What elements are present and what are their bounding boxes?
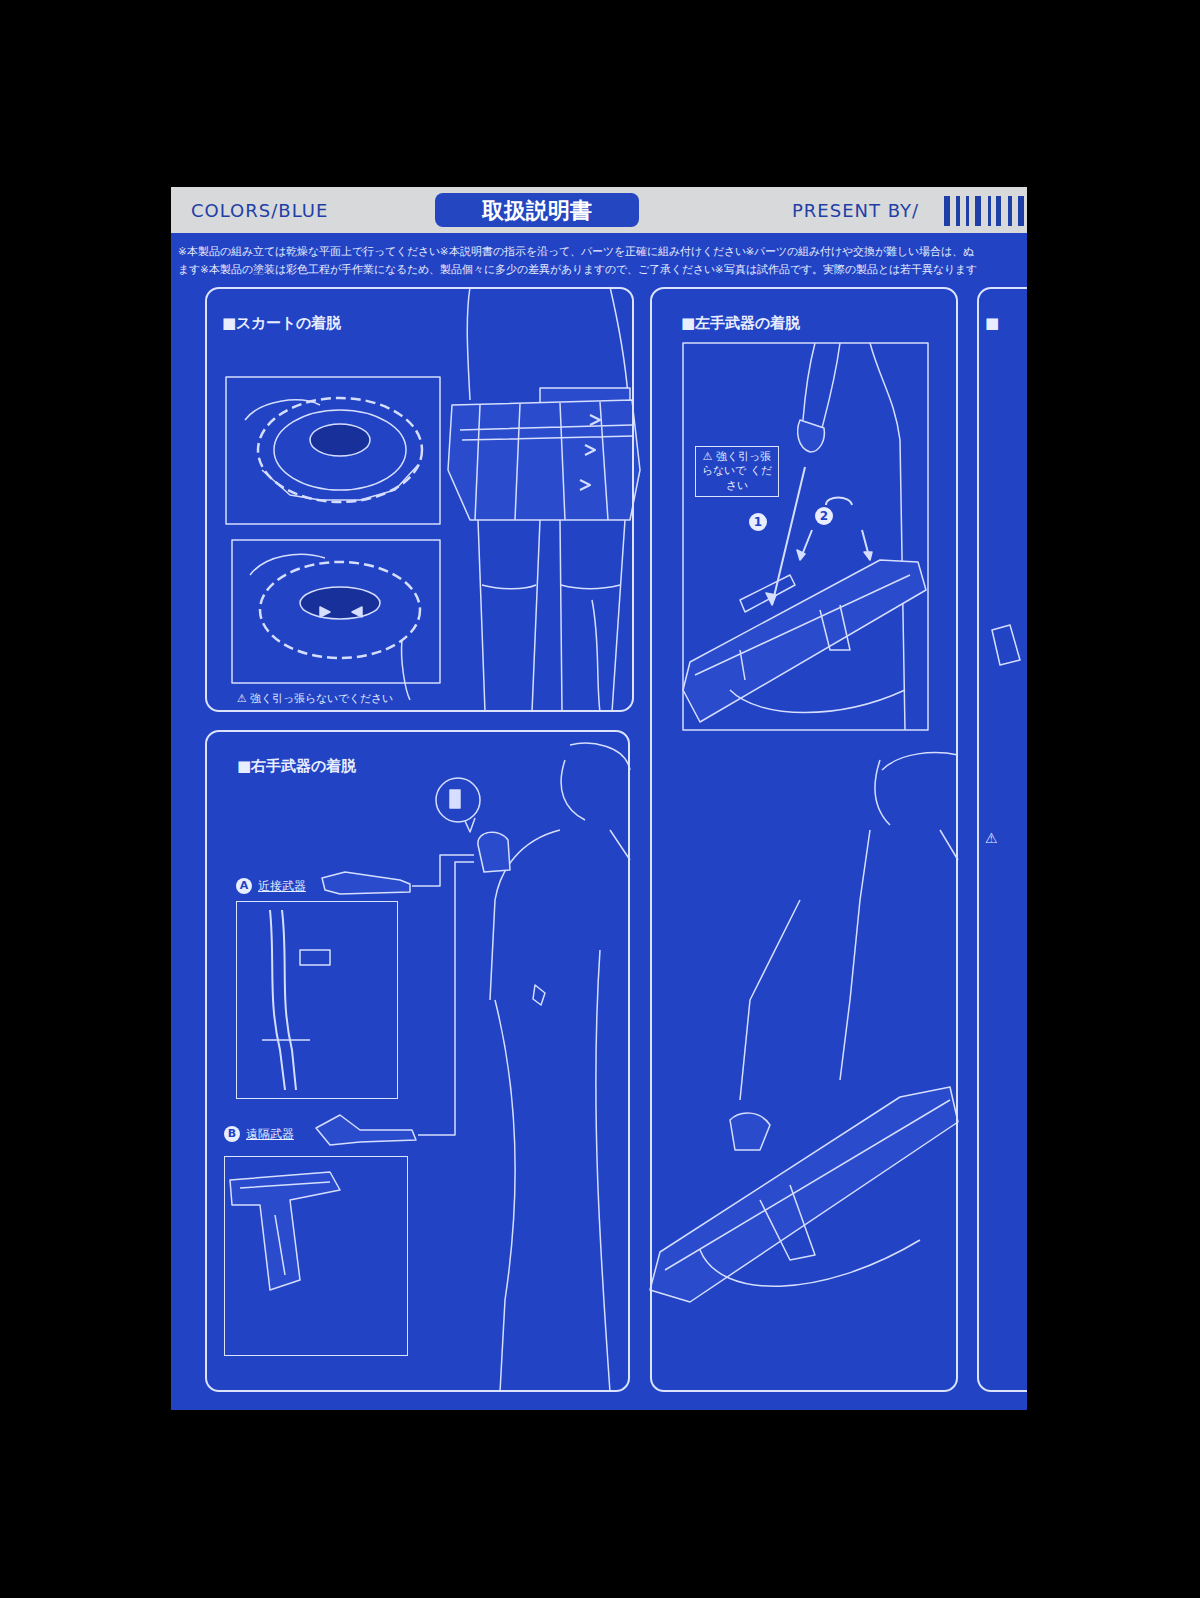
inset-box: B 遠隔武器: [224, 1126, 408, 1356]
instruction-panel: ■左手武器の着脱 ⚠ 強く引っ張 らないで ください: [650, 287, 958, 1392]
inset-box: A 近接武器: [236, 878, 398, 1099]
inset-frame: [224, 1156, 408, 1356]
node-text: ⚠ 強く引っ張らないでください: [237, 691, 393, 706]
paper-sheet: COLORS/BLUE PRESENT BY/取扱説明書 ■スカートの着脱 ⚠ 強く引…: [171, 187, 1027, 1410]
title-text: 取扱説明書: [435, 196, 639, 226]
node-text: B: [224, 1126, 240, 1142]
node-text: PRESENT BY/: [792, 200, 919, 221]
instruction-panel: ■右手武器の着脱 A 近接武器 B 遠隔武器: [205, 730, 630, 1392]
inset-frame: [236, 901, 398, 1099]
node-text: 遠隔武器: [246, 1126, 294, 1142]
callout-number: 2: [815, 507, 833, 525]
instruction-panel: ■スカートの着脱 ⚠ 強く引っ張らないでください: [205, 287, 634, 712]
title-box: 取扱説明書: [435, 193, 639, 227]
node-text: COLORS/BLUE: [191, 200, 328, 221]
warning-box: ⚠ 強く引っ張 らないで ください: [695, 446, 779, 497]
node-text: ⚠ 強く引っ張 らないで ください: [699, 450, 775, 493]
warning-icon: ⚠: [985, 830, 998, 846]
note-text: ます※本製品の塗装は彩色工程が手作業になるため、製品個々に多少の差異がありますの…: [178, 263, 977, 277]
note-text: ※本製品の組み立ては乾燥な平面上で行ってください※本説明書の指示を沿って、パーツ…: [178, 245, 974, 259]
instruction-panel: ■: [977, 287, 1027, 1392]
blueprint-illustration: [171, 187, 1027, 1410]
panel-heading: ■: [985, 314, 999, 332]
header-band: COLORS/BLUE PRESENT BY/取扱説明書: [171, 187, 1027, 233]
panel-heading: ■右手武器の着脱: [237, 757, 356, 776]
panel-heading: ■スカートの着脱: [222, 314, 341, 333]
panel-heading: ■左手武器の着脱: [681, 314, 800, 333]
callout-number: 1: [749, 513, 767, 531]
node-text: A: [236, 878, 252, 894]
node-text: 近接武器: [258, 878, 306, 894]
